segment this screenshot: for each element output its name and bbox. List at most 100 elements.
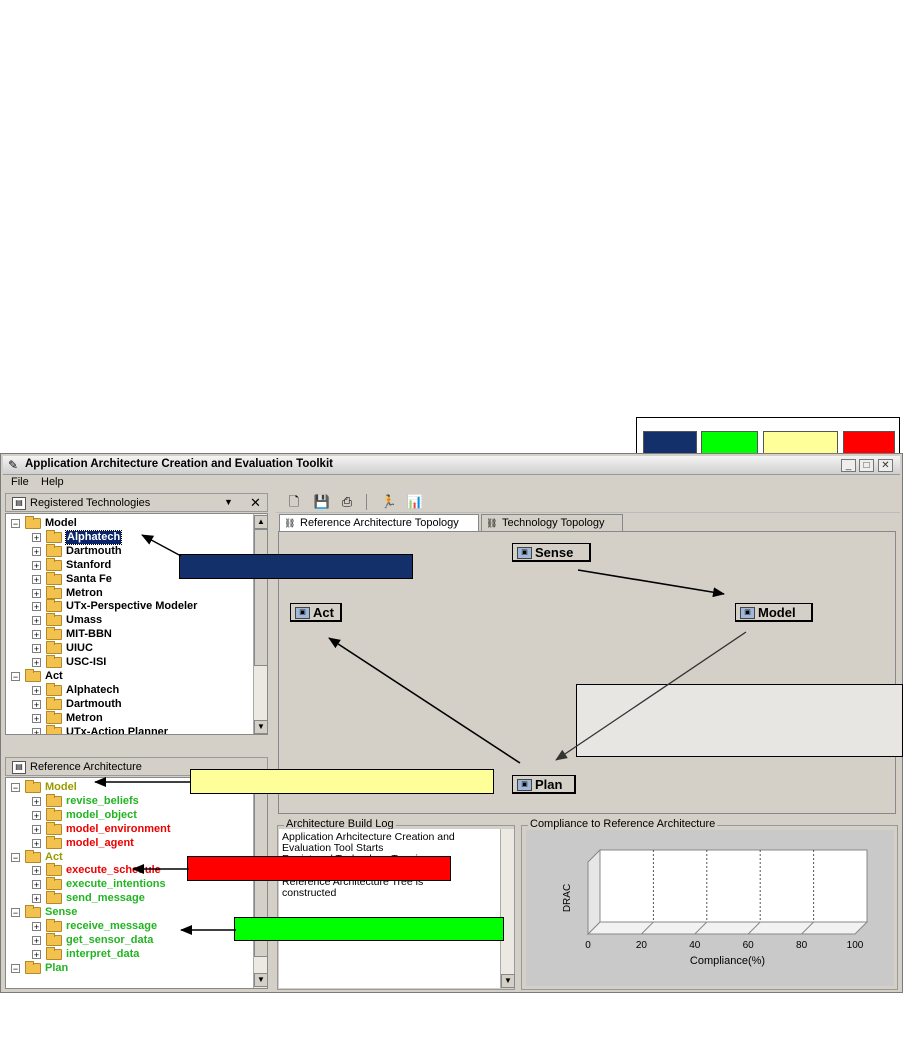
tree-item-label: get_sensor_data xyxy=(66,933,154,946)
registered-technologies-title: Registered Technologies xyxy=(30,497,151,509)
tree-item-label: Alphatech xyxy=(64,529,123,545)
collapse-icon[interactable]: − xyxy=(11,783,20,793)
expand-icon[interactable]: + xyxy=(32,546,41,557)
folder-icon xyxy=(46,946,62,960)
expand-icon[interactable]: + xyxy=(32,894,41,905)
menu-bar: File Help xyxy=(3,475,900,490)
toolbar: 🗋 💾 ⎙ 🏃 📊 xyxy=(276,491,900,513)
expand-icon[interactable]: + xyxy=(32,866,41,877)
expand-icon[interactable]: + xyxy=(32,824,41,835)
close-icon[interactable]: ✕ xyxy=(878,459,893,472)
annotation-box-red xyxy=(187,856,451,881)
build-log-group: Architecture Build Log Application Arhci… xyxy=(277,818,515,990)
tree-item-label: UTx-Perspective Modeler xyxy=(66,600,198,613)
minimize-icon[interactable]: _ xyxy=(841,459,856,472)
collapse-icon[interactable]: − xyxy=(11,671,20,682)
run-icon[interactable]: 🏃 xyxy=(380,494,398,509)
scroll-down-icon[interactable]: ▼ xyxy=(501,974,515,988)
tree-item-label: Metron xyxy=(66,711,103,724)
menu-file[interactable]: File xyxy=(11,476,29,488)
build-log-scrollbar[interactable]: ▼ xyxy=(500,829,515,988)
tree-item-label: Plan xyxy=(45,961,69,974)
chart-y-axis-label: DRAC xyxy=(562,884,573,912)
print-icon[interactable]: ⎙ xyxy=(341,494,353,509)
collapse-icon[interactable]: − xyxy=(11,908,20,919)
chart-x-tick-label: 20 xyxy=(636,940,648,951)
folder-icon xyxy=(46,919,62,932)
folder-icon xyxy=(46,877,62,891)
node-model[interactable]: ▣ Model xyxy=(735,603,813,622)
folder-icon xyxy=(46,793,62,807)
node-sense[interactable]: ▣ Sense xyxy=(512,543,591,562)
tree-item-label: Act xyxy=(45,669,63,682)
node-plan[interactable]: ▣ Plan xyxy=(512,775,576,794)
expand-icon[interactable]: + xyxy=(32,713,41,724)
panel-close-icon[interactable]: ✕ xyxy=(250,495,261,510)
folder-icon xyxy=(46,613,62,627)
reference-architecture-title: Reference Architecture xyxy=(30,761,142,773)
expand-icon[interactable]: + xyxy=(32,658,41,668)
chart-x-tick-label: 100 xyxy=(847,940,864,951)
expand-icon[interactable]: + xyxy=(32,880,41,891)
collapse-icon[interactable]: − xyxy=(11,852,20,863)
expand-icon[interactable]: + xyxy=(32,810,41,821)
chart-x-tick-label: 0 xyxy=(585,940,591,951)
reference-architecture-tree: −Model+revise_beliefs+model_object+model… xyxy=(5,777,268,989)
tree-item-label: UTx-Action Planner xyxy=(66,725,169,735)
expand-icon[interactable]: + xyxy=(32,602,41,613)
folder-icon xyxy=(46,710,62,724)
collapse-icon[interactable]: − xyxy=(11,519,20,529)
expand-icon[interactable]: + xyxy=(32,616,41,627)
menu-help[interactable]: Help xyxy=(41,476,64,488)
panel-dropdown-icon[interactable]: ▼ xyxy=(224,497,233,507)
scroll-down-icon[interactable]: ▼ xyxy=(254,720,267,734)
maximize-icon[interactable]: □ xyxy=(859,459,874,472)
expand-icon[interactable]: + xyxy=(32,949,41,960)
expand-icon[interactable]: + xyxy=(32,727,41,735)
tree-item-label: Umass xyxy=(66,614,103,627)
tab-technology-topology[interactable]: ⛓ Technology Topology xyxy=(481,514,623,531)
expand-icon[interactable]: + xyxy=(32,574,41,585)
module-icon: ▣ xyxy=(740,607,755,619)
expand-icon[interactable]: + xyxy=(32,644,41,655)
log-line: constructed xyxy=(282,887,337,899)
arrow-navy-to-alphatech xyxy=(141,534,182,557)
tree-item-label: send_message xyxy=(66,892,145,905)
folder-icon xyxy=(46,821,62,835)
expand-icon[interactable]: + xyxy=(32,922,41,932)
folder-icon xyxy=(46,932,62,946)
expand-icon[interactable]: + xyxy=(32,630,41,641)
expand-icon[interactable]: + xyxy=(32,935,41,946)
title-bar[interactable]: ✎ Application Architecture Creation and … xyxy=(3,456,900,475)
expand-icon[interactable]: + xyxy=(32,796,41,807)
chart-x-axis-label: Compliance(%) xyxy=(690,955,765,967)
new-file-icon[interactable]: 🗋 xyxy=(288,494,300,509)
expand-icon[interactable]: + xyxy=(32,532,41,543)
tree-item-label: Dartmouth xyxy=(66,544,122,557)
save-icon[interactable]: 💾 xyxy=(313,494,331,509)
reference-architecture-header: ▤ Reference Architecture xyxy=(5,757,268,776)
expand-icon[interactable]: + xyxy=(32,588,41,599)
folder-icon xyxy=(46,571,62,585)
bar-chart-icon[interactable]: 📊 xyxy=(406,494,424,509)
tree-item-label: Model xyxy=(45,781,77,793)
expand-icon[interactable]: + xyxy=(32,699,41,710)
scroll-down-icon[interactable]: ▼ xyxy=(254,973,267,987)
scroll-up-icon[interactable]: ▲ xyxy=(254,515,267,529)
expand-icon[interactable]: + xyxy=(32,560,41,571)
tree-item-label: Act xyxy=(45,850,63,863)
tree-item-label: revise_beliefs xyxy=(66,794,139,807)
node-act[interactable]: ▣ Act xyxy=(290,603,342,622)
registered-technologies-header: ▤ Registered Technologies ▼ ✕ xyxy=(5,493,268,512)
tab-label: Technology Topology xyxy=(502,517,605,529)
expand-icon[interactable]: + xyxy=(32,685,41,696)
tab-reference-architecture-topology[interactable]: ⛓ Reference Architecture Topology xyxy=(279,514,479,531)
expand-icon[interactable]: + xyxy=(32,838,41,849)
folder-icon xyxy=(46,557,62,571)
collapse-icon[interactable]: − xyxy=(11,963,20,974)
tree-item-label: Santa Fe xyxy=(66,572,112,585)
